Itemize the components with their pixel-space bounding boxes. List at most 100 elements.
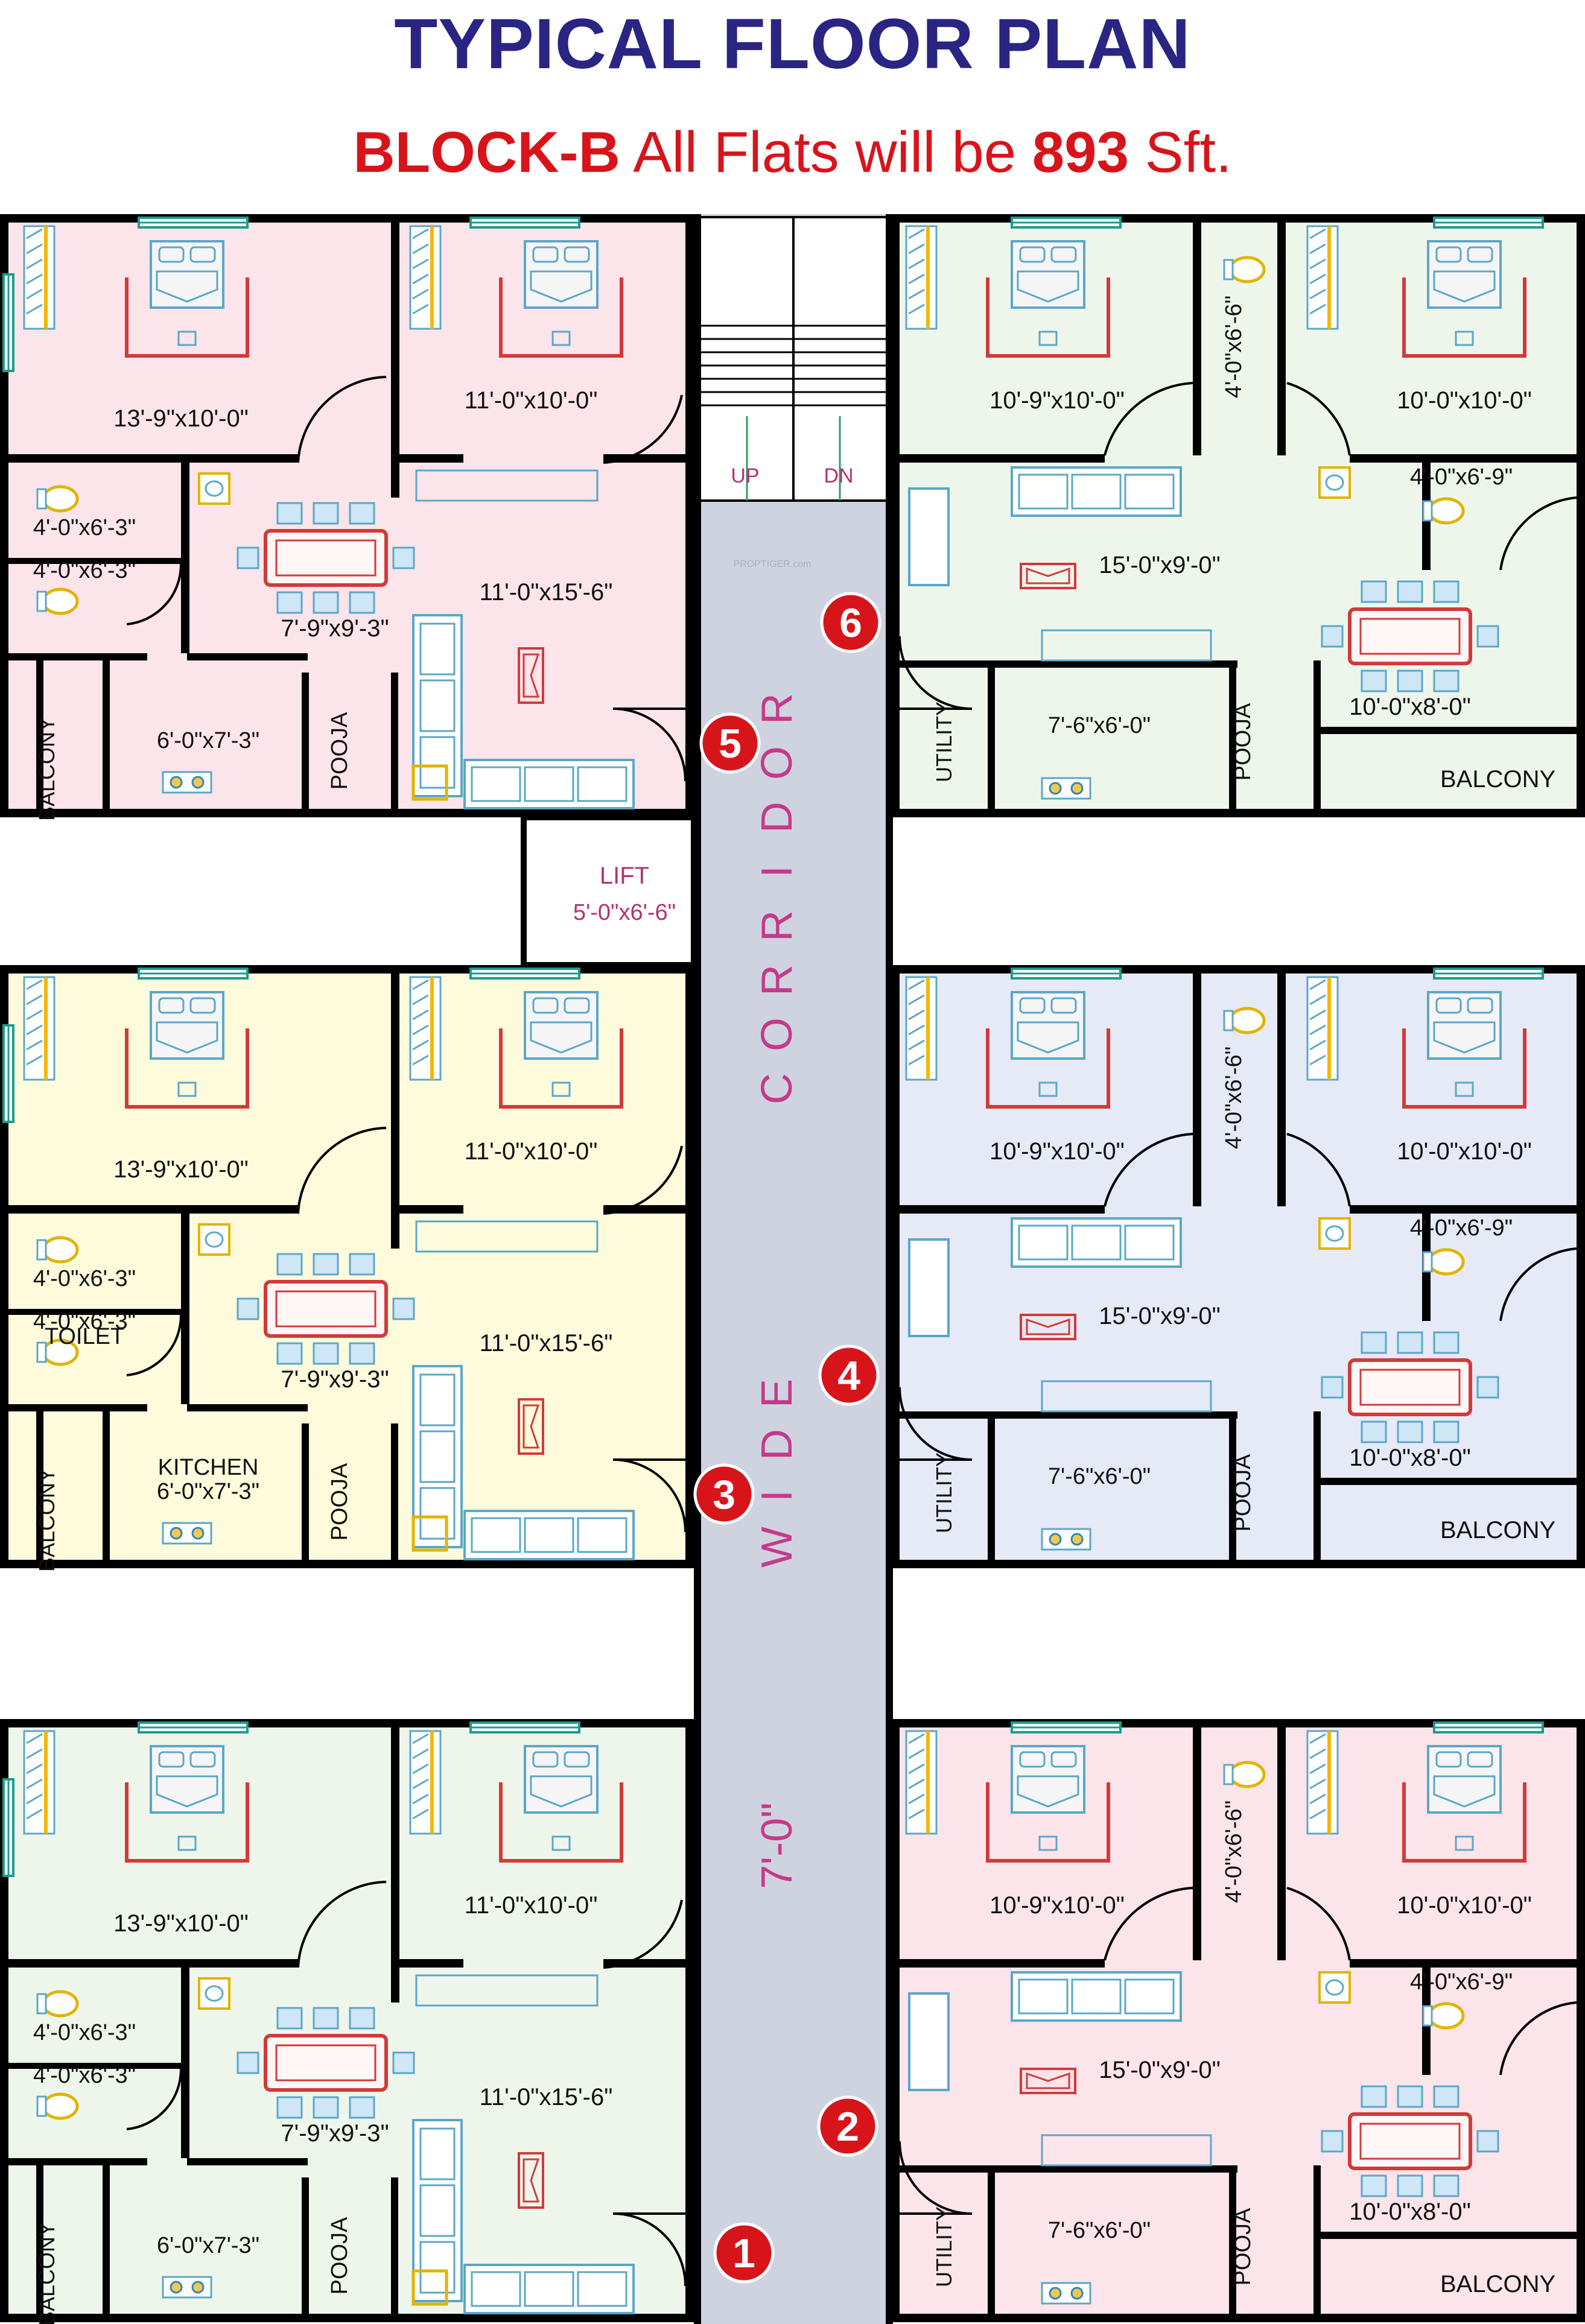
balcony-label: BALCONY (34, 1468, 59, 1572)
dining-size: 10'-0"x8'-0" (1349, 1445, 1471, 1471)
sofa-icon (412, 1365, 463, 1548)
dining-size: 7'-9"x9'-3" (281, 615, 389, 642)
wardrobe-icon (24, 1731, 54, 1834)
toilet-1-size: 4'-0"x6'-3" (33, 515, 136, 540)
wardrobe-icon (1307, 1731, 1338, 1834)
balcony-label: BALCONY (34, 2222, 59, 2324)
toilet-2-size: 4'-0"x6'-9" (1410, 1215, 1513, 1241)
kitchen-size: 6'-0"x7'-3" (157, 1479, 259, 1504)
kitchen-size: 7'-6"x6'-0" (1048, 713, 1151, 738)
balcony-label: BALCONY (34, 717, 59, 821)
flat-number-marker: 1 (713, 2222, 775, 2284)
window-icon (138, 967, 249, 980)
dining-size: 10'-0"x8'-0" (1349, 2199, 1471, 2225)
toilet-icon (1423, 1250, 1463, 1274)
stairs-up-label: UP (731, 464, 759, 487)
flat-number-marker: 4 (818, 1344, 880, 1406)
corridor-letter: C (753, 1073, 801, 1104)
living-size: 15'-0"x9'-0" (1099, 1303, 1221, 1329)
balcony-label: BALCONY (1440, 2271, 1555, 2297)
wardrobe-icon (24, 226, 54, 329)
window-icon (1433, 217, 1544, 229)
wide-letter: E (753, 1379, 801, 1408)
toilet-2-size: 4'-0"x6'-3" (33, 2063, 136, 2088)
wardrobe-icon (906, 977, 936, 1080)
area-unit: Sft. (1128, 120, 1232, 185)
corridor (694, 214, 893, 2324)
wide-letter: D (753, 1429, 801, 1460)
pooja-label: POOJA (1230, 1454, 1256, 1531)
page-subtitle: BLOCK-B All Flats will be 893 Sft. (0, 119, 1585, 186)
wardrobe-icon (906, 226, 936, 329)
stove-icon (1041, 777, 1091, 800)
toilet-icon (1224, 258, 1264, 282)
kitchen-size: 6'-0"x7'-3" (157, 728, 259, 753)
dining-size: 7'-9"x9'-3" (281, 1366, 389, 1393)
basin-icon (1318, 466, 1351, 499)
right-flat-furnishing: 10'-9"x10'-0"10'-0"x10'-0"4'-0"x6'-6"4'-… (906, 967, 1555, 1551)
wardrobe-icon (1307, 226, 1338, 329)
corridor-letter: O (753, 746, 801, 780)
flat-number-marker: 6 (820, 592, 881, 653)
sofa-icon (463, 759, 635, 809)
stove-icon (1041, 1528, 1091, 1551)
stove-icon (1041, 2282, 1091, 2305)
toilet-1-size: 4'-0"x6'-3" (33, 2020, 136, 2045)
flat-number: 2 (836, 2104, 859, 2150)
wardrobe-icon (410, 1731, 440, 1834)
living-size: 15'-0"x9'-0" (1099, 552, 1221, 578)
window-icon (2, 1024, 14, 1123)
corridor-letter: I (753, 866, 801, 878)
bedroom-1-size: 10'-9"x10'-0" (989, 1138, 1125, 1165)
toilet-icon (37, 1992, 77, 2016)
window-icon (1011, 967, 1122, 980)
staircase (699, 216, 888, 502)
page-title: TYPICAL FLOOR PLAN (394, 4, 1191, 84)
toilet-icon (37, 2094, 77, 2118)
living-size: 11'-0"x15'-6" (480, 2084, 613, 2110)
pooja-label: POOJA (1230, 2208, 1256, 2285)
window-icon (1011, 217, 1122, 229)
toilet-icon (1423, 2004, 1463, 2028)
bedroom-1-size: 13'-9"x10'-0" (113, 1910, 249, 1937)
pooja-label: POOJA (1230, 703, 1256, 780)
window-icon (469, 1721, 580, 1734)
window-icon (1011, 1721, 1122, 1734)
toilet-size: 4'-0"x6'-6" (1221, 1800, 1247, 1903)
window-icon (138, 217, 249, 229)
flat-number: 4 (837, 1353, 860, 1399)
toilet-icon (1224, 1008, 1264, 1033)
block-name: BLOCK-B (353, 120, 620, 185)
wardrobe-icon (410, 226, 440, 329)
toilet-1-size: 4'-0"x6'-3" (33, 1266, 136, 1291)
balcony-label: BALCONY (1440, 766, 1555, 793)
utility-label: UTILITY (932, 1452, 956, 1533)
bedroom-2-size: 11'-0"x10'-0" (465, 1138, 598, 1165)
toilet-icon (1224, 1762, 1264, 1787)
dining-size: 7'-9"x9'-3" (281, 2120, 389, 2147)
bedroom-1-size: 13'-9"x10'-0" (113, 405, 249, 432)
flat-area-value: 893 (1032, 120, 1129, 185)
wide-letter: I (753, 1490, 801, 1502)
basin-icon (198, 472, 230, 505)
subtitle-middle: All Flats will be (620, 120, 1032, 185)
wardrobe-icon (906, 1731, 936, 1834)
toilet-icon (1423, 499, 1463, 523)
window-icon (2, 273, 14, 372)
toilet-icon (37, 589, 77, 613)
sofa-icon (412, 2119, 463, 2302)
toilet-2-size: 4'-0"x6'-3" (33, 1309, 136, 1334)
toilet-icon (37, 1238, 77, 1262)
bedroom-1-size: 13'-9"x10'-0" (113, 1156, 249, 1183)
pooja-label: POOJA (327, 2217, 352, 2294)
kitchen-size: 7'-6"x6'-0" (1048, 1464, 1151, 1489)
left-flat-furnishing: 13'-9"x10'-0" 11'-0"x10'-0" 4'-0"x6'-3" 4'-… (2, 967, 635, 1572)
flat-number-marker: 5 (699, 712, 761, 774)
corridor-letter: R (753, 910, 801, 942)
stairs-down-label: DN (824, 464, 853, 487)
corridor-letter: R (753, 693, 801, 724)
bedroom-1-size: 10'-9"x10'-0" (989, 1892, 1125, 1919)
flat-number: 6 (839, 600, 862, 646)
lift-label: LIFT (600, 863, 649, 889)
